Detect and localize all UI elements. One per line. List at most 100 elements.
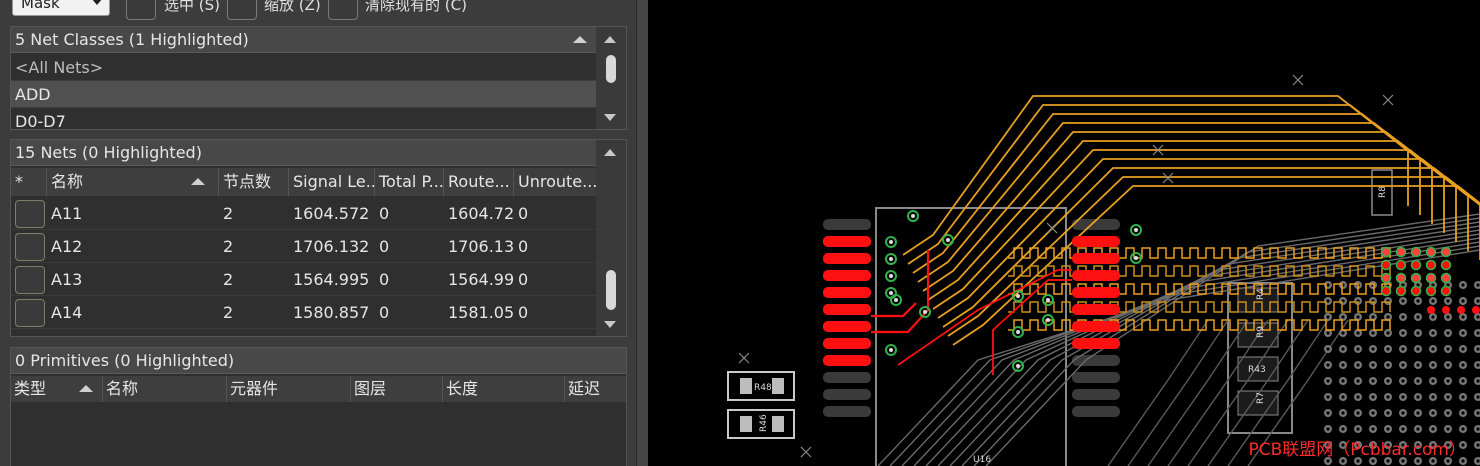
col-unrouted[interactable]: Unroute... [514, 168, 598, 196]
scroll-up-icon[interactable] [604, 36, 616, 43]
net-classes-header[interactable]: 5 Net Classes (1 Highlighted) [11, 27, 596, 53]
via-hole [1371, 411, 1375, 415]
net-classes-scrollbar[interactable] [596, 27, 626, 129]
net-class-item[interactable]: <All Nets> [11, 54, 596, 81]
highlighted-trace [871, 302, 917, 318]
via-hole [1431, 283, 1435, 287]
cell-nodes: 2 [223, 204, 234, 223]
via-hole [1476, 411, 1480, 415]
bga-ball [1440, 272, 1452, 284]
pad [1072, 406, 1120, 417]
net-class-item[interactable]: D0-D7 [11, 108, 596, 135]
mask-dropdown[interactable]: Mask [12, 0, 110, 16]
via-center [889, 348, 893, 352]
panel-splitter[interactable] [636, 0, 648, 466]
cell-nodes: 2 [223, 237, 234, 256]
scroll-thumb[interactable] [606, 55, 616, 83]
highlighted-pad [823, 270, 871, 281]
select-checkbox[interactable] [126, 0, 156, 20]
via-hole [1446, 379, 1450, 383]
via-hole [1386, 379, 1390, 383]
resistor-pad [772, 416, 784, 432]
routed-trace [932, 149, 1480, 310]
via-hole [1326, 331, 1330, 335]
col-type[interactable]: 类型 [11, 376, 103, 402]
col-name[interactable]: 名称 [47, 168, 219, 196]
scroll-up-icon[interactable] [604, 149, 616, 156]
net-color-swatch[interactable] [15, 266, 45, 294]
col-routed[interactable]: Route... [444, 168, 514, 196]
nets-header[interactable]: 15 Nets (0 Highlighted) [11, 140, 596, 166]
background-trace [913, 237, 1480, 466]
net-color-swatch[interactable] [15, 299, 45, 327]
primitives-header[interactable]: 0 Primitives (0 Highlighted) [11, 348, 626, 374]
net-class-item-selected[interactable]: ADD [11, 81, 596, 108]
col-prim-name[interactable]: 名称 [103, 376, 227, 402]
via-green [942, 234, 954, 246]
col-name-label: 名称 [51, 172, 84, 191]
bga-ball [1380, 285, 1392, 297]
col-layer[interactable]: 图层 [351, 376, 443, 402]
meander-trace [1008, 301, 1391, 313]
zoom-checkbox[interactable] [227, 0, 257, 20]
net-color-swatch[interactable] [15, 233, 45, 261]
via-hole [1431, 363, 1435, 367]
scroll-down-icon[interactable] [604, 321, 616, 328]
col-total-p[interactable]: Total P... [375, 168, 444, 196]
via-hole [1401, 395, 1405, 399]
background-trace [889, 245, 1480, 466]
bga-ball [1395, 246, 1407, 258]
scroll-thumb[interactable] [606, 270, 616, 310]
via-hole [1461, 283, 1465, 287]
via-hole [1461, 347, 1465, 351]
col-signal-length[interactable]: Signal Le... [289, 168, 375, 196]
via-hole [1416, 283, 1420, 287]
via-hole [1416, 427, 1420, 431]
chevron-down-icon [91, 0, 103, 5]
background-trace [1147, 319, 1249, 466]
net-color-swatch[interactable] [15, 200, 45, 228]
col-star[interactable]: * [11, 168, 47, 196]
via-hole [1371, 443, 1375, 447]
via-hole [1371, 459, 1375, 463]
highlighted-pad [823, 355, 871, 366]
col-node-count[interactable]: 节点数 [219, 168, 289, 196]
via-center [889, 291, 893, 295]
label-r4: R4 [1256, 288, 1266, 300]
collapse-up-icon[interactable] [573, 36, 587, 43]
via-hole [1356, 459, 1360, 463]
cell-unrouted: 0 [518, 303, 529, 322]
routed-trace [952, 185, 1480, 346]
via-hole [1356, 395, 1360, 399]
clear-existing-checkbox[interactable] [328, 0, 358, 20]
zoom-checkbox-label: 缩放 (Z) [264, 0, 321, 14]
marker [1292, 74, 1304, 86]
via-hole [1356, 379, 1360, 383]
highlighted-pad [823, 338, 871, 349]
via-hole [1416, 347, 1420, 351]
label-u16: U16 [973, 455, 991, 465]
via-hole [1431, 299, 1435, 303]
highlighted-trace [871, 250, 930, 334]
background-trace [937, 229, 1480, 466]
scroll-down-icon[interactable] [604, 114, 616, 121]
col-delay[interactable]: 延迟 [565, 376, 626, 402]
via-hole [1371, 363, 1375, 367]
cell-routed: 1604.728 [448, 204, 514, 223]
col-component[interactable]: 元器件 [227, 376, 351, 402]
col-length[interactable]: 长度 [443, 376, 565, 402]
via-hole [1386, 427, 1390, 431]
via-hole [1356, 363, 1360, 367]
label-r48: R48 [754, 383, 772, 393]
nets-scrollbar[interactable] [596, 140, 626, 336]
bga-ball [1395, 272, 1407, 284]
cell-signal-len: 1706.132 [293, 237, 370, 256]
marker [1152, 144, 1164, 156]
via-hole [1476, 379, 1480, 383]
